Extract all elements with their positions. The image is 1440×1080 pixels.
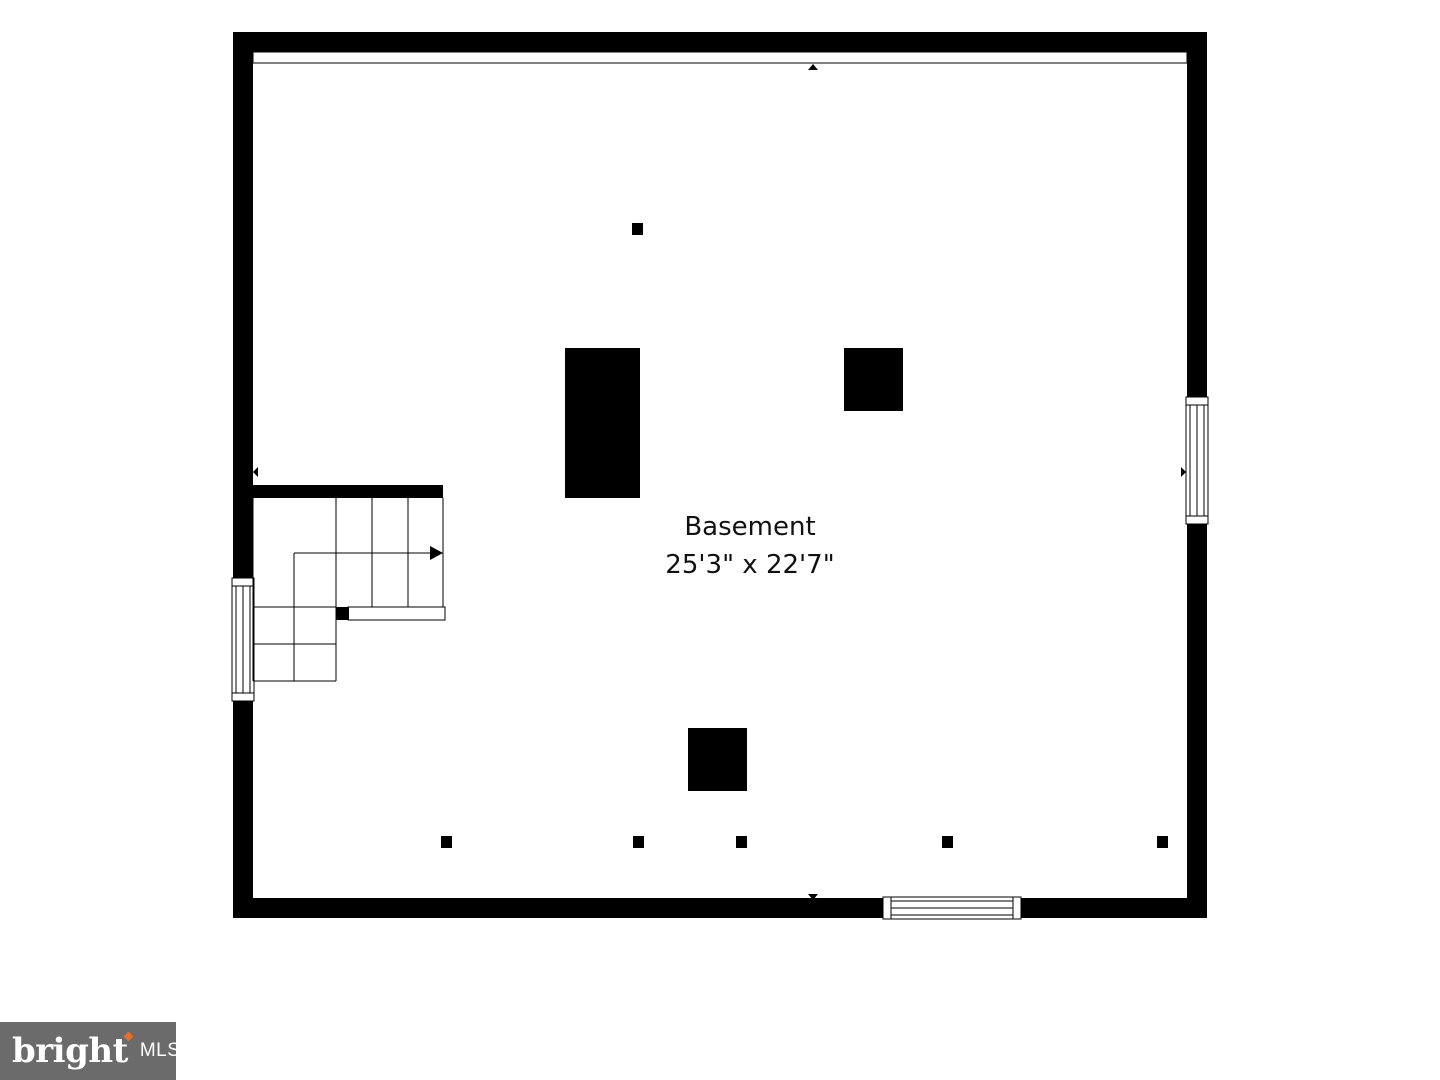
watermark-brand-text: bright — [12, 1031, 128, 1071]
column-block-right — [844, 348, 903, 411]
stair-wall — [253, 485, 443, 498]
chimney-block — [565, 348, 640, 498]
room-name: Basement — [684, 512, 816, 542]
room-label: Basement 25'3" x 22'7" — [650, 508, 850, 584]
post — [1157, 836, 1168, 848]
stair-railing — [347, 606, 446, 621]
marker-bottom — [808, 894, 818, 900]
left-window — [231, 577, 255, 702]
bottom-window — [882, 896, 1022, 920]
dimension-markers — [253, 64, 1186, 900]
post — [632, 223, 643, 235]
room-dimensions: 25'3" x 22'7" — [665, 550, 835, 580]
wall-bottom — [233, 898, 1207, 918]
post — [441, 836, 452, 848]
marker-right — [1181, 467, 1186, 477]
stair-direction-arrow — [430, 546, 443, 560]
top-window-strip — [252, 51, 1188, 64]
marker-left — [253, 467, 258, 477]
support-posts — [441, 223, 1168, 848]
bright-mls-watermark: bright MLS — [0, 1022, 180, 1080]
watermark-brand: bright — [12, 1031, 134, 1071]
wall-top — [233, 32, 1207, 52]
obstacles — [565, 348, 903, 791]
staircase — [252, 498, 444, 682]
post — [942, 836, 953, 848]
marker-top — [808, 64, 818, 70]
post — [736, 836, 747, 848]
post — [633, 836, 644, 848]
watermark-suffix: MLS — [139, 1040, 181, 1061]
stair-newel-post — [336, 607, 349, 620]
column-block-bottom — [688, 728, 747, 791]
wall-left — [233, 32, 253, 918]
right-window — [1185, 396, 1209, 525]
